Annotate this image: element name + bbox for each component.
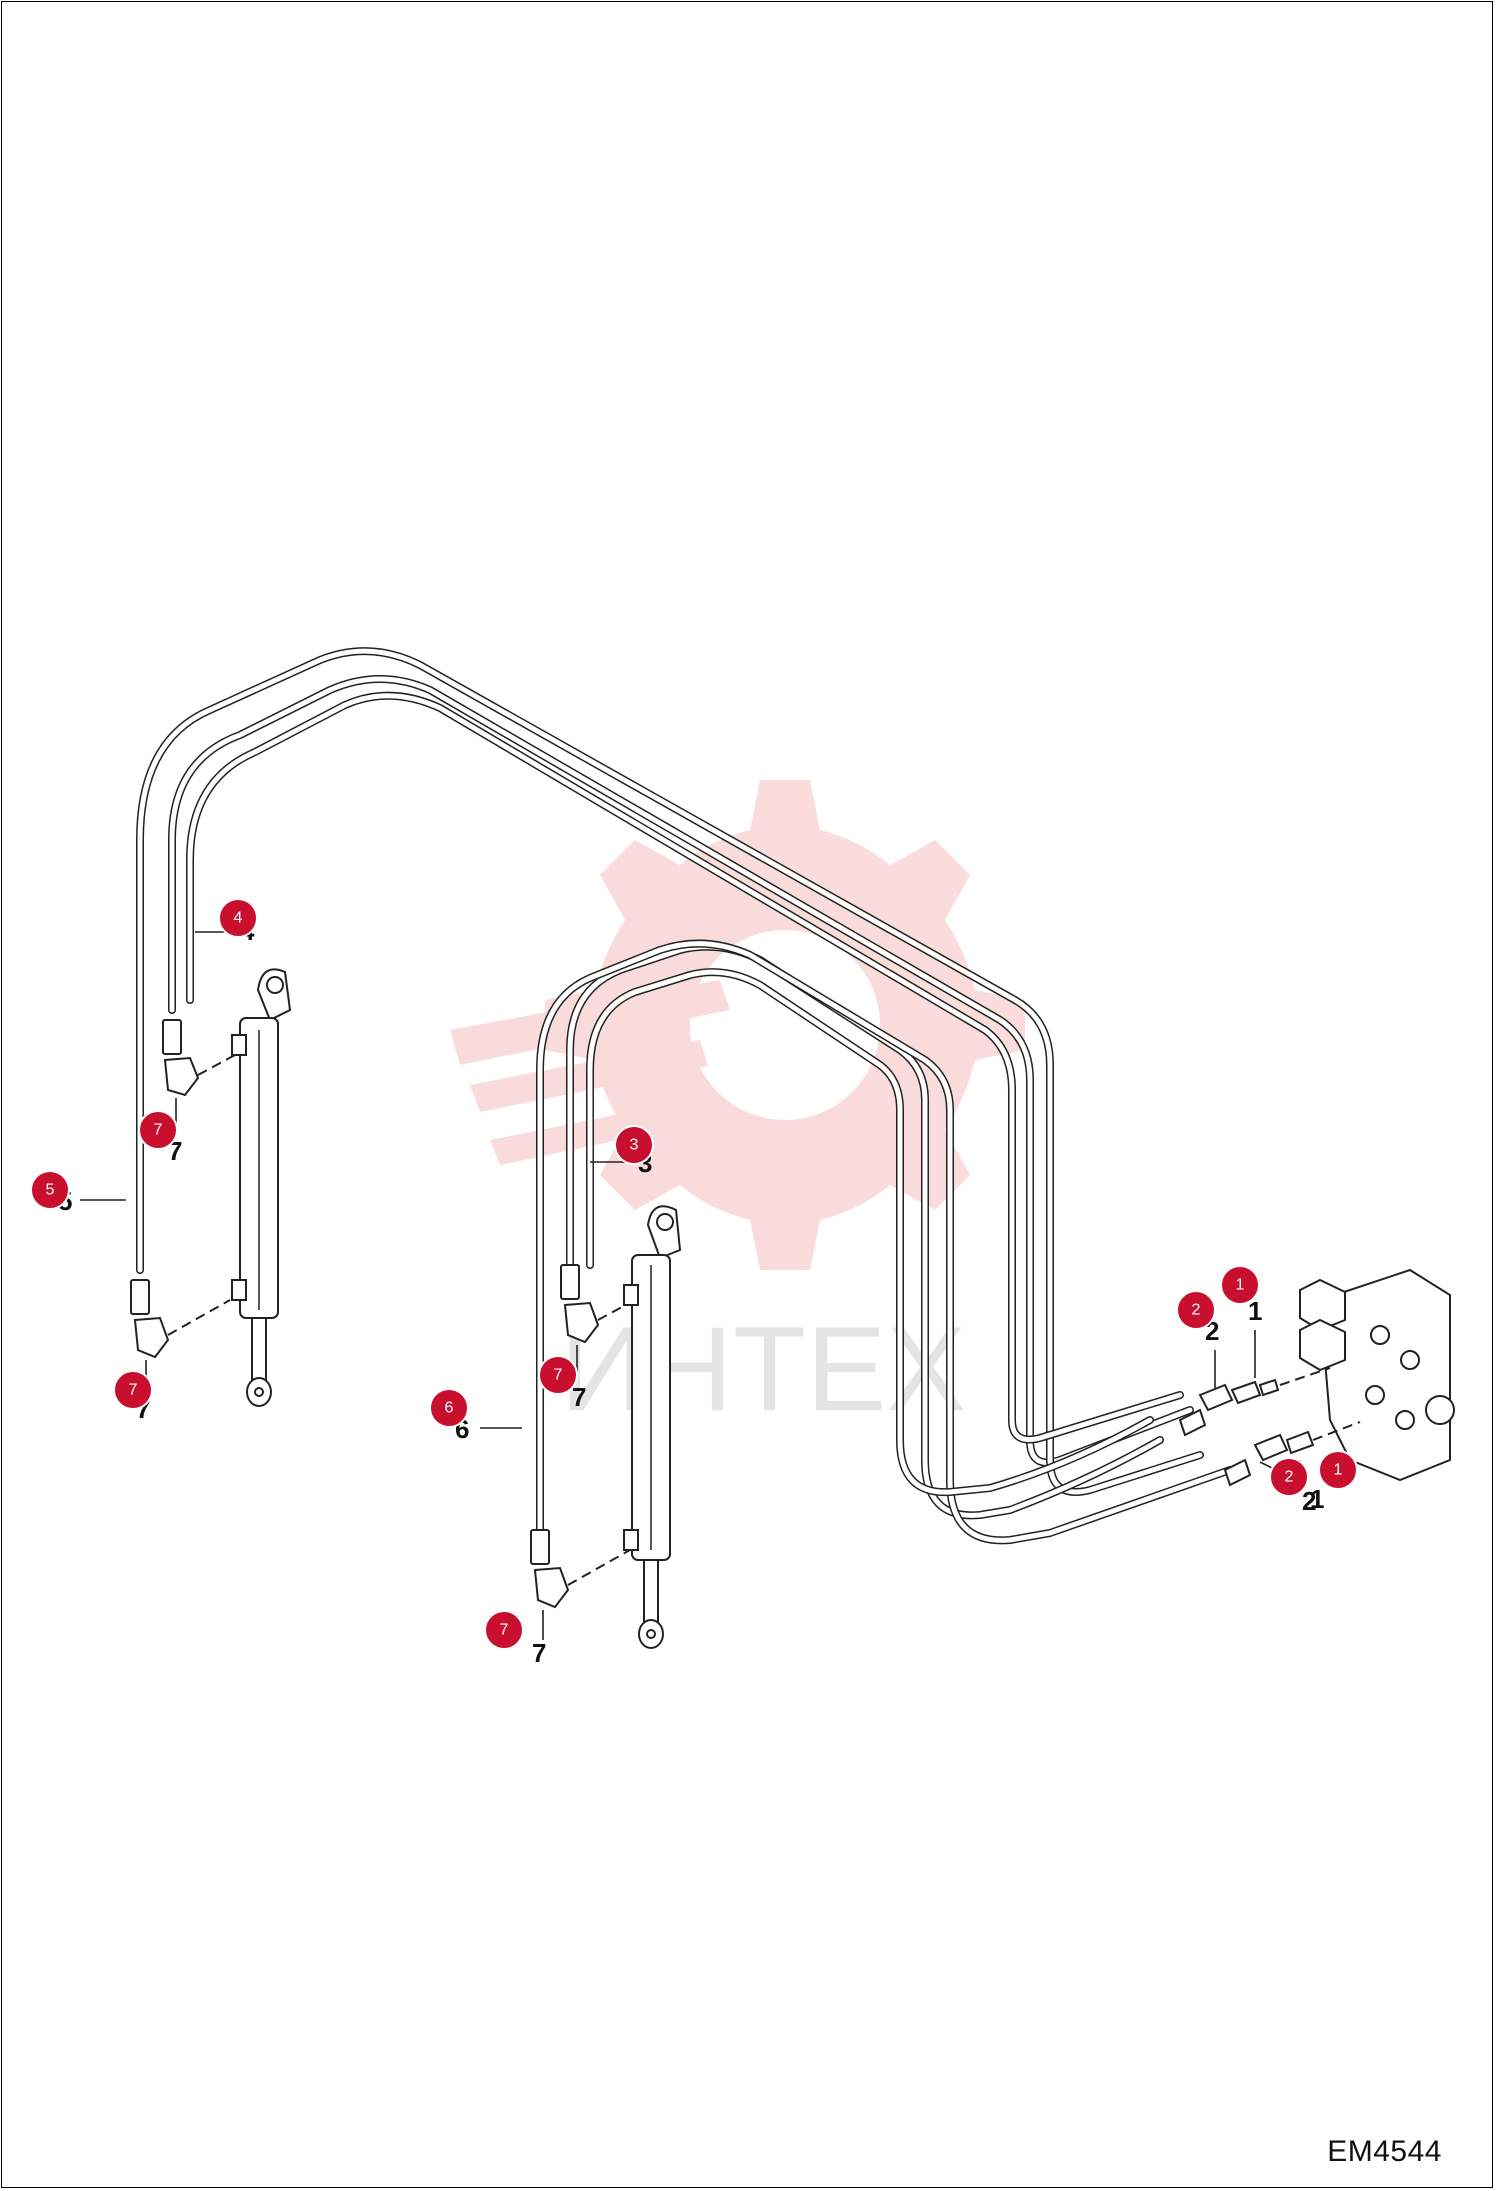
- callout-badges: 1 1 2 2 3 4 5 6 7 7 7 7: [30, 898, 1358, 1650]
- drawing-code: EM4544: [1327, 2135, 1442, 2168]
- badge-1b[interactable]: 1: [1318, 1450, 1358, 1490]
- watermark-logo: [450, 780, 1025, 1270]
- hose-3: [566, 942, 1164, 1520]
- left-cylinder: [231, 968, 292, 1407]
- badge-5[interactable]: 5: [30, 1170, 70, 1210]
- badge-3[interactable]: 3: [614, 1125, 654, 1165]
- svg-text:5: 5: [46, 1182, 55, 1199]
- middle-cylinder: [623, 1205, 682, 1649]
- badge-7a[interactable]: 7: [138, 1110, 178, 1150]
- badge-7b[interactable]: 7: [113, 1370, 153, 1410]
- hose-6: [536, 939, 1234, 1545]
- control-valve: [1299, 1268, 1455, 1482]
- badge-7d[interactable]: 7: [484, 1610, 524, 1650]
- hose-end-fittings: [130, 1019, 580, 1565]
- badge-4[interactable]: 4: [218, 898, 258, 938]
- callout-number-1b: 1: [1310, 1484, 1324, 1514]
- svg-text:1: 1: [1236, 1277, 1245, 1294]
- callout-number-2b: 2: [1302, 1486, 1316, 1516]
- hose-4b: [186, 691, 1184, 1444]
- svg-text:6: 6: [445, 1400, 454, 1417]
- svg-text:3: 3: [630, 1137, 639, 1154]
- svg-text:4: 4: [234, 910, 243, 927]
- svg-text:7: 7: [554, 1367, 563, 1384]
- svg-text:1: 1: [1334, 1462, 1343, 1479]
- badge-2b[interactable]: 2: [1269, 1457, 1309, 1497]
- badge-6[interactable]: 6: [429, 1388, 469, 1428]
- callout-number-7c: 7: [572, 1382, 586, 1412]
- elbow-fittings: [133, 1054, 636, 1609]
- svg-text:2: 2: [1192, 1302, 1201, 1319]
- svg-text:7: 7: [154, 1122, 163, 1139]
- badge-1a[interactable]: 1: [1220, 1265, 1260, 1305]
- hose-4: [168, 675, 1194, 1467]
- svg-text:7: 7: [500, 1622, 509, 1639]
- badge-2a[interactable]: 2: [1176, 1290, 1216, 1330]
- svg-text:2: 2: [1285, 1469, 1294, 1486]
- svg-text:7: 7: [129, 1382, 138, 1399]
- watermark-gear-icon: [545, 780, 1025, 1270]
- badge-7c[interactable]: 7: [538, 1355, 578, 1395]
- callout-number-7d: 7: [532, 1638, 546, 1668]
- valve-adapters: [1178, 1367, 1361, 1487]
- callout-number-1a: 1: [1248, 1296, 1262, 1326]
- watermark-text: ИНТЕХ: [560, 1302, 966, 1436]
- hose-3b: [586, 968, 1154, 1497]
- hose-5: [136, 647, 1204, 1496]
